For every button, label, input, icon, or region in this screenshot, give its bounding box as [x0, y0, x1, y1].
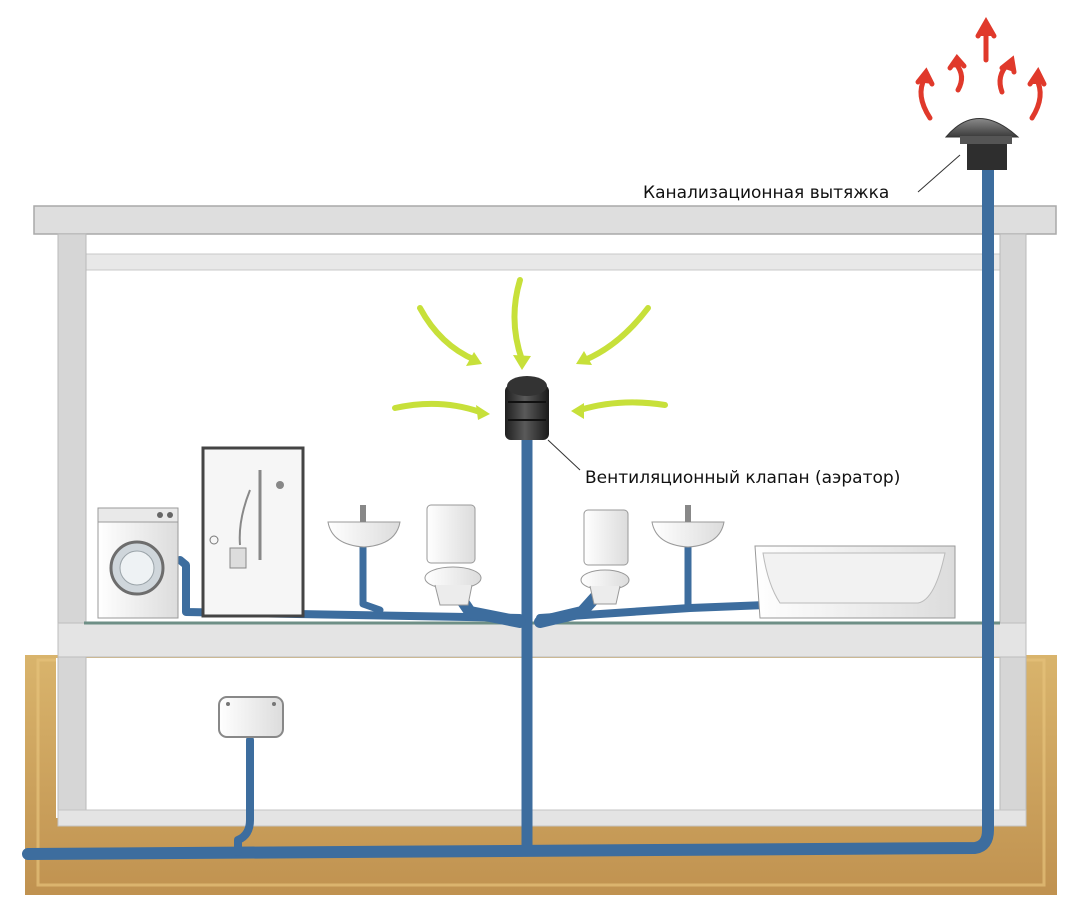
intake-arrows: [392, 277, 668, 415]
wall-sink-icon: [218, 696, 284, 738]
air-valve-leader: [547, 439, 581, 471]
air-valve-label: Вентиляционный клапан (аэратор): [585, 468, 900, 488]
building-frame: [33, 205, 1057, 827]
air-admittance-valve-icon: [505, 376, 549, 440]
main-sewer-pipe: [22, 164, 994, 860]
sink-right-icon: [651, 505, 725, 548]
toilet-left-icon: [424, 504, 482, 606]
sink-left-icon: [327, 505, 401, 548]
intake-arrowheads: [466, 351, 592, 420]
left-branch-pipe: [176, 556, 524, 622]
vent-cap-label: Канализационная вытяжка: [643, 183, 889, 203]
washing-machine-icon: [97, 507, 179, 619]
basement-sink-drain: [234, 736, 254, 856]
bathtub-icon: [754, 545, 956, 619]
shower-cabin-icon: [201, 446, 305, 618]
vent-cap-leader: [917, 154, 961, 193]
toilet-right-icon: [580, 509, 630, 605]
mushroom-vent-cap-icon: [944, 118, 1020, 170]
exhaust-arrows: [915, 16, 1047, 121]
